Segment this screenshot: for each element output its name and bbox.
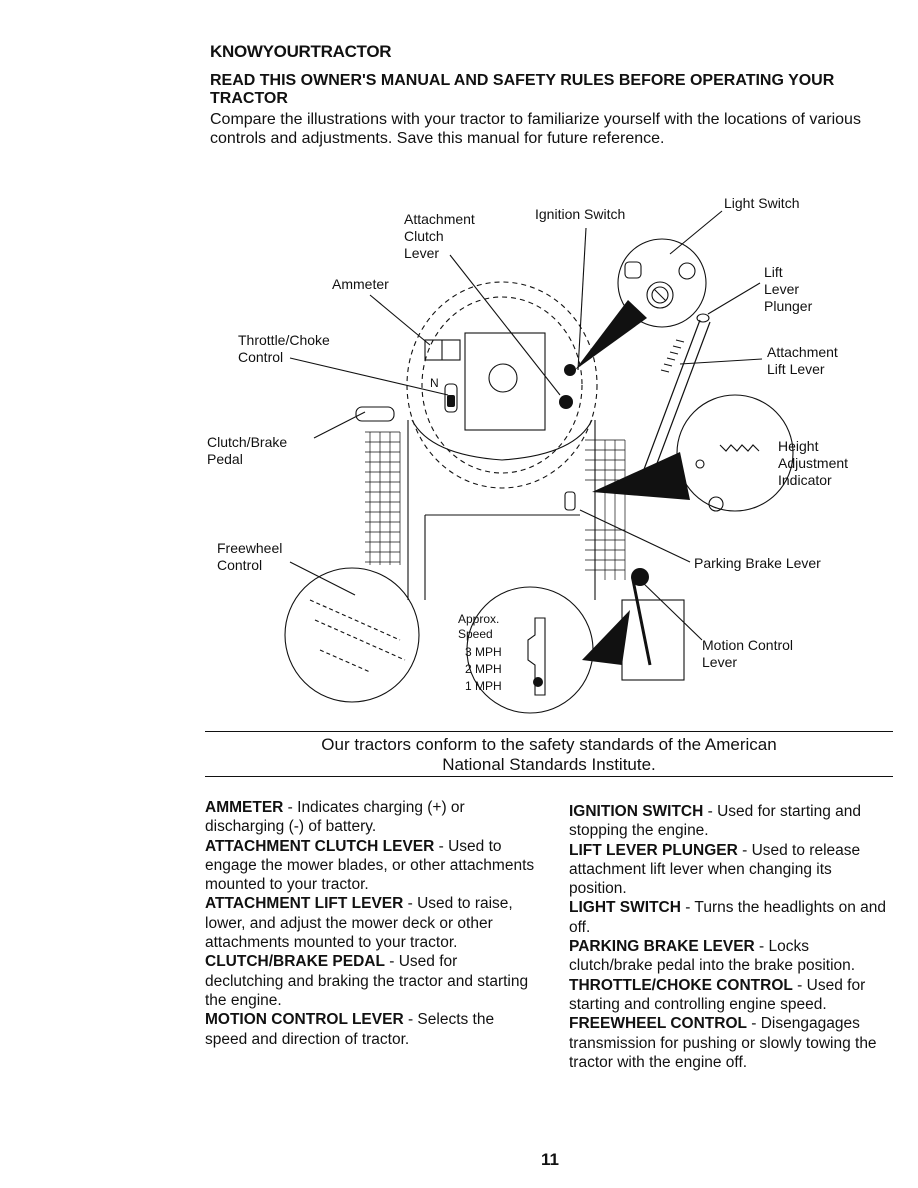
clutch-pedal-knob xyxy=(355,406,395,422)
definition-item: THROTTLE/CHOKE CONTROL - Used for starti… xyxy=(569,976,889,1015)
definition-term: IGNITION SWITCH xyxy=(569,803,704,820)
ignition-detail-circle xyxy=(617,238,707,328)
height-detail-circle xyxy=(676,394,794,512)
label-speed-3mph: 3 MPH xyxy=(465,645,502,659)
definition-text: - Used for starting and stopping the eng… xyxy=(569,803,861,840)
tractor-controls-diagram xyxy=(284,210,794,714)
label-lift-lever-plunger: Lift Lever Plunger xyxy=(764,264,813,314)
definition-text: - Indicates charging (+) or discharging … xyxy=(205,799,465,836)
intro-paragraph: Compare the illustrations with your trac… xyxy=(210,111,861,147)
definition-item: ATTACHMENT CLUTCH LEVER - Used to engage… xyxy=(205,837,535,895)
definitions-right-column: IGNITION SWITCH - Used for starting and … xyxy=(569,802,889,1072)
definition-term: ATTACHMENT CLUTCH LEVER xyxy=(205,837,435,855)
standards-note: Our tractors conform to the safety stand… xyxy=(321,735,777,774)
definition-text: - Used for declutching and braking the t… xyxy=(205,953,529,1009)
motion-control-knob xyxy=(631,568,649,586)
definition-item: CLUTCH/BRAKE PEDAL - Used for declutchin… xyxy=(205,952,535,1010)
definition-text: - Selects the speed and direction of tra… xyxy=(205,1011,495,1048)
definition-term: CLUTCH/BRAKE PEDAL xyxy=(205,953,385,971)
definition-item: FREEWHEEL CONTROL - Disengagages transmi… xyxy=(569,1014,889,1072)
label-freewheel-control: Freewheel Control xyxy=(217,540,283,573)
definition-text: - Used to engage the mower blades, or ot… xyxy=(205,837,535,894)
label-height-adjustment-indicator: Height Adjustment Indicator xyxy=(778,438,849,488)
definition-item: LIGHT SWITCH - Turns the headlights on a… xyxy=(569,898,889,937)
label-speed-2mph: 2 MPH xyxy=(465,662,502,676)
page-title: KNOWYOURTRACTOR xyxy=(210,42,392,61)
definition-text: - Locks clutch/brake pedal into the brak… xyxy=(569,938,856,975)
definitions-left-column: AMMETER - Indicates charging (+) or disc… xyxy=(205,798,535,1049)
ignition-key xyxy=(564,364,576,376)
dash-outline-inner xyxy=(421,296,583,474)
rule-top xyxy=(205,731,893,732)
definition-item: LIFT LEVER PLUNGER - Used to release att… xyxy=(569,841,889,899)
label-motion-control-lever: Motion Control Lever xyxy=(702,637,794,670)
definition-text: - Used for starting and controlling engi… xyxy=(569,976,866,1013)
definition-term: LIGHT SWITCH xyxy=(569,899,681,917)
label-light-switch: Light Switch xyxy=(724,195,800,211)
label-parking-brake-lever: Parking Brake Lever xyxy=(694,555,821,571)
rule-bottom xyxy=(205,776,893,777)
definition-term: PARKING BRAKE LEVER xyxy=(569,938,755,956)
definition-item: IGNITION SWITCH - Used for starting and … xyxy=(569,802,889,841)
motion-control-base xyxy=(621,599,685,681)
definition-text: - Disengagages transmission for pushing … xyxy=(569,1015,877,1071)
throttle-slot xyxy=(444,383,458,413)
definition-term: MOTION CONTROL LEVER xyxy=(205,1011,404,1029)
label-approx-speed: Approx. Speed xyxy=(458,612,500,641)
speed-pointer xyxy=(582,610,630,665)
label-attachment-lift-lever: Attachment Lift Lever xyxy=(767,344,838,377)
label-attachment-clutch-lever: Attachment Clutch Lever xyxy=(404,211,475,261)
freewheel-detail-circle xyxy=(284,567,420,703)
dash-gauge-circle xyxy=(488,363,518,393)
parking-brake-stub xyxy=(564,491,576,511)
definition-text: - Used to release attachment lift lever … xyxy=(569,841,861,898)
left-pedal-grid xyxy=(365,431,401,565)
definition-term: FREEWHEEL CONTROL xyxy=(569,1015,747,1033)
ignition-pointer xyxy=(575,300,647,370)
page-number: 11 xyxy=(541,1150,559,1169)
definition-item: PARKING BRAKE LEVER - Locks clutch/brake… xyxy=(569,937,889,976)
label-clutch-brake-pedal: Clutch/Brake Pedal xyxy=(207,434,288,467)
label-throttle-choke-control: Throttle/Choke Control xyxy=(238,332,330,365)
safety-subtitle: READ THIS OWNER'S MANUAL AND SAFETY RULE… xyxy=(210,72,835,107)
attachment-clutch-knob xyxy=(559,395,573,409)
label-neutral: N xyxy=(430,376,439,390)
definition-text: - Used to raise, lower, and adjust the m… xyxy=(205,895,513,952)
label-ammeter: Ammeter xyxy=(332,276,389,292)
definition-item: AMMETER - Indicates charging (+) or disc… xyxy=(205,798,535,837)
definition-term: THROTTLE/CHOKE CONTROL xyxy=(569,976,793,994)
definition-item: MOTION CONTROL LEVER - Selects the speed… xyxy=(205,1010,535,1049)
throttle-knob xyxy=(447,395,455,407)
definition-text: - Turns the headlights on and off. xyxy=(569,899,887,936)
height-pointer xyxy=(592,452,690,500)
label-speed-1mph: 1 MPH xyxy=(465,679,502,693)
definition-term: LIFT LEVER PLUNGER xyxy=(569,841,738,859)
label-ignition-switch: Ignition Switch xyxy=(535,206,626,222)
definition-term: ATTACHMENT LIFT LEVER xyxy=(205,895,404,913)
right-pedal-grid xyxy=(585,439,626,580)
definition-term: AMMETER xyxy=(205,799,284,816)
dash-panel xyxy=(464,332,546,431)
definition-item: ATTACHMENT LIFT LEVER - Used to raise, l… xyxy=(205,894,535,952)
